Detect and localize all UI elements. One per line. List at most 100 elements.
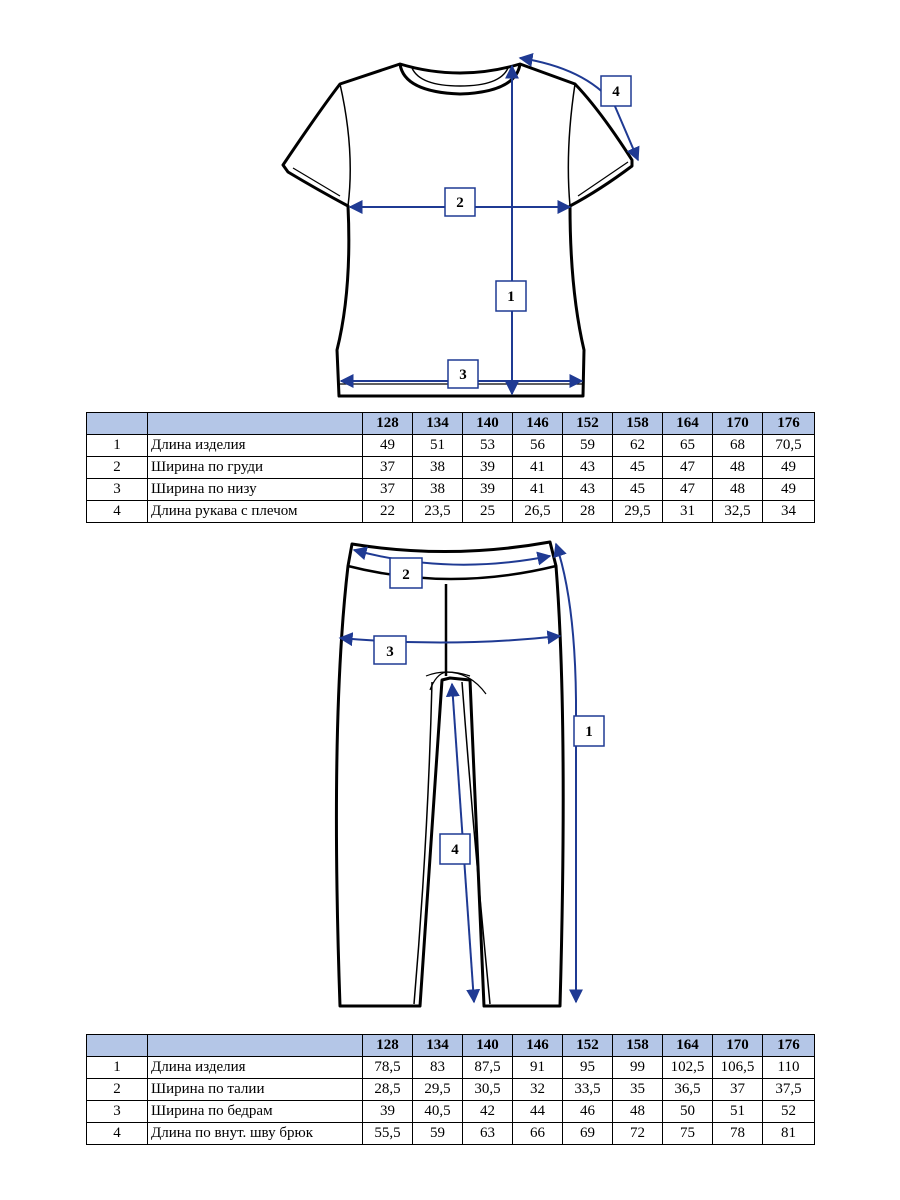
table-cell: 44 [512,1100,563,1123]
table-row: 1 Длина изделия 49 51 53 56 59 62 65 68 … [86,434,815,457]
table-cell: 29,5 [612,500,663,523]
row-number: 4 [86,500,148,523]
measurement-name: Ширина по талии [147,1078,363,1101]
header-blank [147,1034,363,1057]
table-cell: 48 [712,478,763,501]
svg-text:1: 1 [507,289,515,305]
table-row: 1 Длина изделия 78,5 83 87,5 91 95 99 10… [86,1056,815,1079]
table-cell: 39 [462,478,513,501]
size-header: 164 [662,1034,713,1057]
table-cell: 55,5 [362,1122,413,1145]
row-number: 3 [86,478,148,501]
tshirt-measure-arrows [339,53,640,396]
table-cell: 29,5 [412,1078,463,1101]
table-cell: 49 [762,456,815,479]
pants-label-3: 3 [373,635,407,665]
table-cell: 62 [612,434,663,457]
pants-measure-arrows [338,542,583,1004]
measurement-name: Длина рукава с плечом [147,500,363,523]
table-cell: 31 [662,500,713,523]
measurement-name: Длина изделия [147,1056,363,1079]
table-cell: 63 [462,1122,513,1145]
size-header: 176 [762,412,815,435]
table-cell: 32,5 [712,500,763,523]
svg-text:2: 2 [402,567,410,583]
table-cell: 99 [612,1056,663,1079]
size-header: 134 [412,412,463,435]
tshirt-label-4: 4 [600,75,632,107]
size-header: 170 [712,412,763,435]
svg-text:2: 2 [456,195,464,211]
row-number: 3 [86,1100,148,1123]
table-row: 3 Ширина по низу 37 38 39 41 43 45 47 48… [86,478,815,501]
pants-arrow-length [553,542,583,1004]
table-cell: 51 [712,1100,763,1123]
table-cell: 52 [762,1100,815,1123]
row-number: 2 [86,456,148,479]
size-header: 176 [762,1034,815,1057]
table-cell: 49 [762,478,815,501]
table-cell: 39 [462,456,513,479]
header-blank [86,1034,148,1057]
table-cell: 47 [662,456,713,479]
table-cell: 69 [562,1122,613,1145]
size-header: 140 [462,1034,513,1057]
table-cell: 22 [362,500,413,523]
tshirt-table-header: 128 134 140 146 152 158 164 170 176 [86,412,815,435]
table-cell: 68 [712,434,763,457]
table-cell: 83 [412,1056,463,1079]
table-cell: 66 [512,1122,563,1145]
table-cell: 30,5 [462,1078,513,1101]
size-header: 128 [362,412,413,435]
measurement-name: Длина по внут. шву брюк [147,1122,363,1145]
table-cell: 37 [362,456,413,479]
table-cell: 59 [412,1122,463,1145]
table-cell: 47 [662,478,713,501]
table-row: 2 Ширина по груди 37 38 39 41 43 45 47 4… [86,456,815,479]
pants-label-1: 1 [573,715,605,747]
size-header: 158 [612,412,663,435]
measurement-name: Ширина по низу [147,478,363,501]
table-cell: 48 [612,1100,663,1123]
table-cell: 37,5 [762,1078,815,1101]
table-cell: 32 [512,1078,563,1101]
row-number: 1 [86,1056,148,1079]
table-cell: 38 [412,478,463,501]
pants-table-header: 128 134 140 146 152 158 164 170 176 [86,1034,815,1057]
tshirt-label-1: 1 [495,280,527,312]
tshirt-outline [281,62,634,398]
size-header: 146 [512,1034,563,1057]
table-cell: 43 [562,478,613,501]
table-cell: 43 [562,456,613,479]
table-cell: 65 [662,434,713,457]
size-header: 164 [662,412,713,435]
table-cell: 91 [512,1056,563,1079]
tshirt-diagram: 1 2 3 4 [281,53,640,398]
size-header: 152 [562,1034,613,1057]
table-cell: 49 [362,434,413,457]
table-cell: 39 [362,1100,413,1123]
table-row: 3 Ширина по бедрам 39 40,5 42 44 46 48 5… [86,1100,815,1123]
svg-text:4: 4 [612,84,620,100]
table-cell: 56 [512,434,563,457]
row-number: 2 [86,1078,148,1101]
table-cell: 37 [712,1078,763,1101]
table-cell: 28,5 [362,1078,413,1101]
pants-outline [334,540,565,1008]
table-row: 4 Длина рукава с плечом 22 23,5 25 26,5 … [86,500,815,523]
table-cell: 48 [712,456,763,479]
table-cell: 23,5 [412,500,463,523]
table-cell: 45 [612,478,663,501]
table-cell: 40,5 [412,1100,463,1123]
table-cell: 36,5 [662,1078,713,1101]
table-cell: 106,5 [712,1056,763,1079]
size-header: 134 [412,1034,463,1057]
table-cell: 45 [612,456,663,479]
table-cell: 110 [762,1056,815,1079]
tshirt-size-table: 128 134 140 146 152 158 164 170 176 1 Дл… [86,412,815,523]
table-cell: 33,5 [562,1078,613,1101]
measurement-name: Длина изделия [147,434,363,457]
table-cell: 53 [462,434,513,457]
table-cell: 41 [512,456,563,479]
table-cell: 70,5 [762,434,815,457]
